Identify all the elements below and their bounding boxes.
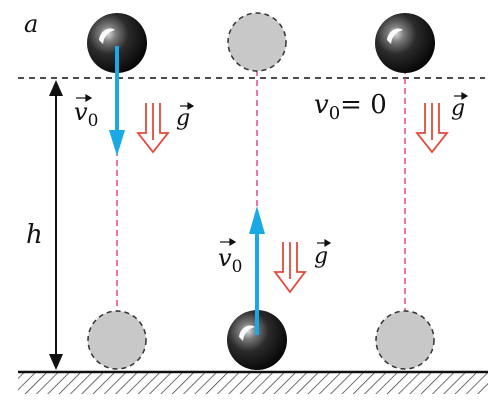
ghost-ball-middle-top bbox=[227, 12, 287, 72]
ghost-ball-left-bottom bbox=[87, 310, 147, 370]
ball-middle-bottom bbox=[227, 310, 287, 370]
gravity-arrow-left bbox=[136, 103, 170, 154]
ghost-ball-right-bottom bbox=[375, 310, 435, 370]
height-dimension-arrow bbox=[49, 80, 63, 370]
g-label-middle: g bbox=[314, 244, 329, 269]
v0-label-left: v0 bbox=[74, 98, 99, 131]
panel-label: a bbox=[24, 10, 39, 38]
gravity-arrow-middle bbox=[273, 242, 307, 294]
ball-right-top bbox=[375, 13, 435, 73]
velocity-arrow-up bbox=[249, 206, 265, 335]
ground-hatch bbox=[18, 372, 488, 394]
v0-label-middle: v0 bbox=[218, 244, 243, 277]
v0-zero-label: v0= 0 bbox=[314, 90, 387, 125]
velocity-arrow-down bbox=[109, 46, 125, 156]
vector-marks bbox=[76, 91, 469, 248]
g-label-right: g bbox=[451, 96, 466, 121]
gravity-arrow-right bbox=[415, 103, 449, 154]
height-label: h bbox=[26, 220, 43, 250]
g-label-left: g bbox=[176, 106, 191, 131]
ball-left-top bbox=[87, 13, 147, 73]
